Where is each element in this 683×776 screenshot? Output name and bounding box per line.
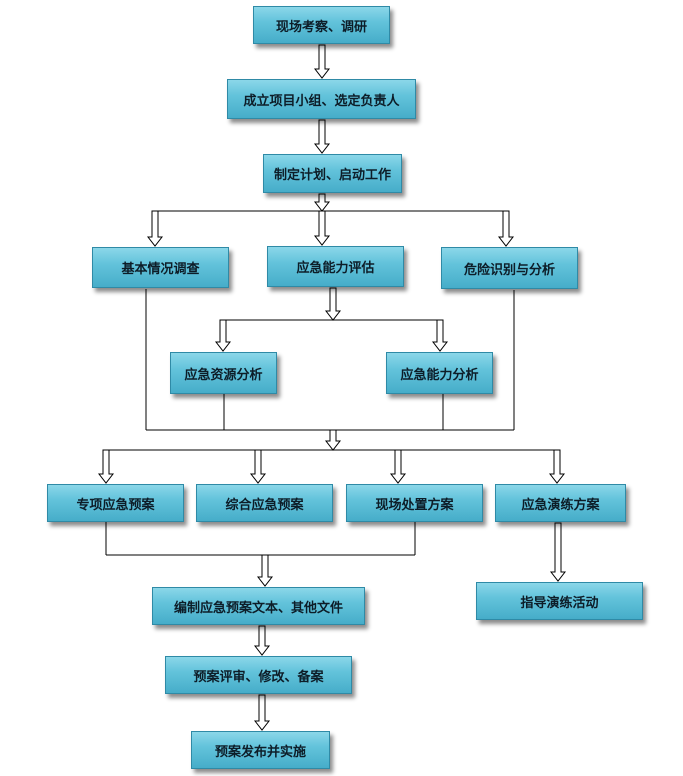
node-special-plan: 专项应急预案 bbox=[47, 484, 184, 522]
node-comprehensive-plan: 综合应急预案 bbox=[196, 484, 333, 522]
node-survey: 现场考察、调研 bbox=[253, 6, 390, 44]
node-resource-analysis: 应急资源分析 bbox=[170, 352, 277, 394]
node-guide-drill: 指导演练活动 bbox=[476, 582, 643, 620]
node-compile-text: 编制应急预案文本、其他文件 bbox=[152, 587, 365, 625]
arrow-down bbox=[549, 522, 567, 582]
arrow-down bbox=[324, 287, 342, 321]
arrow-down bbox=[313, 44, 331, 79]
node-capability-eval: 应急能力评估 bbox=[267, 246, 404, 287]
arrow-down bbox=[146, 210, 164, 247]
arrow-down bbox=[313, 193, 331, 212]
arrow-down bbox=[431, 319, 449, 352]
node-drill-plan: 应急演练方案 bbox=[495, 484, 626, 522]
arrow-down bbox=[389, 449, 407, 484]
arrow-down bbox=[313, 210, 331, 246]
arrow-down bbox=[313, 119, 331, 154]
node-team: 成立项目小组、选定负责人 bbox=[227, 79, 416, 119]
arrow-down bbox=[253, 694, 271, 731]
arrow-down bbox=[249, 449, 267, 484]
node-plan: 制定计划、启动工作 bbox=[263, 154, 402, 193]
node-hazard-analysis: 危险识别与分析 bbox=[441, 247, 578, 289]
arrow-down bbox=[324, 429, 342, 451]
arrow-down bbox=[497, 210, 515, 247]
node-publish: 预案发布并实施 bbox=[191, 731, 330, 769]
node-review: 预案评审、修改、备案 bbox=[165, 656, 352, 694]
arrow-down bbox=[97, 449, 115, 484]
node-basic-survey: 基本情况调查 bbox=[92, 247, 229, 288]
node-capability-analysis: 应急能力分析 bbox=[386, 352, 493, 394]
arrow-down bbox=[253, 625, 271, 656]
node-onsite-plan: 现场处置方案 bbox=[346, 484, 483, 522]
arrow-down bbox=[214, 319, 232, 352]
arrow-down bbox=[256, 554, 274, 587]
arrow-down bbox=[548, 449, 566, 484]
